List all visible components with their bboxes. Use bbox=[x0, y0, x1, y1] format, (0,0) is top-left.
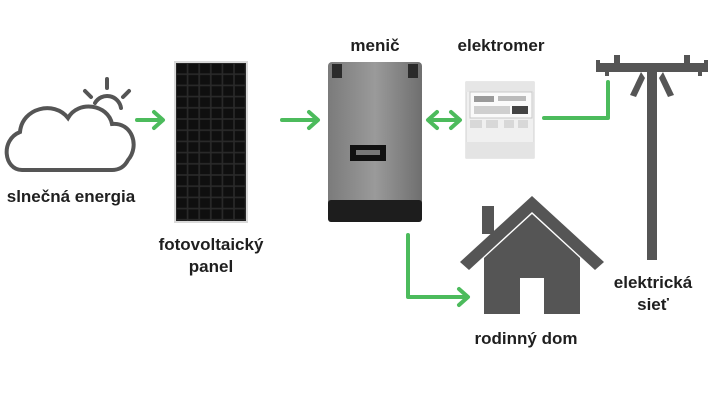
label-pv-panel-line1: fotovoltaický bbox=[158, 235, 264, 254]
house-icon bbox=[460, 196, 604, 314]
arrow-panel-to-inverter bbox=[280, 110, 320, 130]
electricity-meter bbox=[465, 81, 535, 159]
label-meter: elektromer bbox=[457, 36, 545, 55]
solar-panel bbox=[174, 61, 248, 223]
label-grid-line1: elektrická bbox=[613, 273, 693, 292]
line-meter-to-grid bbox=[542, 80, 610, 120]
power-pole-icon bbox=[596, 55, 708, 260]
label-grid-line2: sieť bbox=[637, 295, 669, 314]
label-solar-energy: slnečná energia bbox=[6, 187, 136, 206]
arrow-inverter-to-house bbox=[406, 233, 470, 307]
label-inverter: menič bbox=[350, 36, 400, 55]
inverter-device bbox=[328, 62, 422, 222]
label-pv-panel-line2: panel bbox=[188, 257, 234, 276]
label-house: rodinný dom bbox=[474, 329, 578, 348]
arrow-inverter-meter-bidirectional bbox=[426, 110, 462, 130]
sun-cloud-icon bbox=[4, 77, 136, 172]
arrow-sun-to-panel bbox=[135, 110, 165, 130]
